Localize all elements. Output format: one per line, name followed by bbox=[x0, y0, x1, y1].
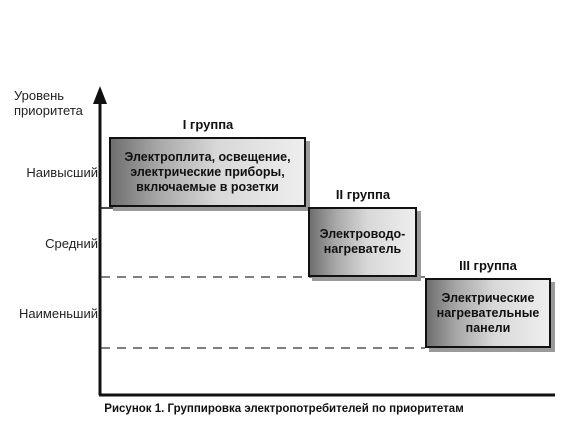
box-text-line: панели bbox=[465, 320, 511, 335]
box-text-line: Электрические bbox=[441, 290, 535, 305]
group-3-title: III группа bbox=[459, 258, 517, 273]
y-axis-title-line-1: Уровень bbox=[14, 88, 65, 103]
group-1-box: Электроплита, освещение,электрические пр… bbox=[109, 137, 306, 207]
box-text-line: Электроплита, освещение, bbox=[124, 149, 291, 164]
level-label-highest: Наивысший bbox=[26, 165, 98, 180]
box-text: Электроводо-нагреватель bbox=[320, 227, 406, 257]
group-2-title: II группа bbox=[335, 187, 391, 202]
figure-caption: Рисунок 1. Группировка электропотребител… bbox=[104, 403, 464, 415]
level-label-lowest: Наименьший bbox=[19, 306, 98, 321]
y-axis-arrow bbox=[93, 86, 107, 104]
box-text-line: нагревательные bbox=[436, 305, 540, 320]
y-axis-title-line-2: приоритета bbox=[14, 103, 83, 118]
box-text-line: электрические приборы, bbox=[130, 164, 285, 179]
box-text-line: нагреватель bbox=[323, 242, 402, 256]
box-text: Электроплита, освещение,электрические пр… bbox=[124, 150, 290, 195]
level-label-medium: Средний bbox=[45, 236, 98, 251]
box-text-line: включаемые в розетки bbox=[136, 179, 279, 194]
group-1-title: I группа bbox=[182, 117, 234, 132]
box-text-line: Электроводо- bbox=[319, 227, 406, 241]
group-2-box: Электроводо-нагреватель bbox=[308, 207, 417, 277]
y-axis-title: Уровень приоритета bbox=[14, 88, 100, 118]
